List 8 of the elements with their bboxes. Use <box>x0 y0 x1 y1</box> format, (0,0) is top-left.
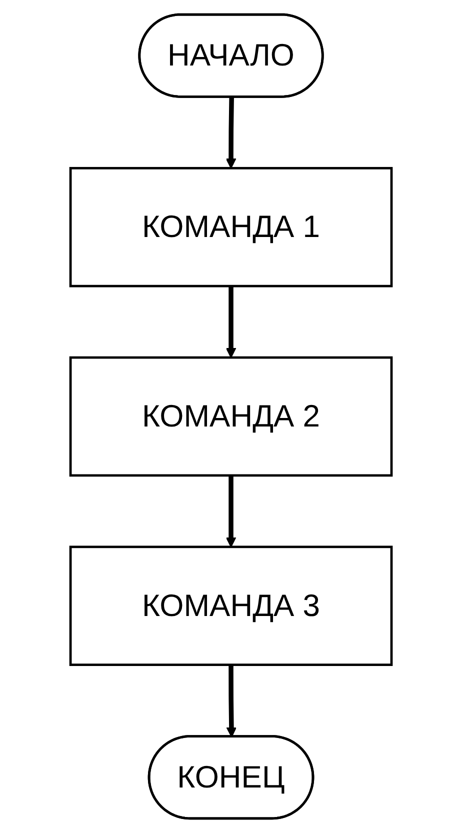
node-box <box>69 167 393 288</box>
node-box <box>69 356 393 477</box>
arrow <box>226 97 236 169</box>
arrow <box>226 475 236 548</box>
flowchart-drawing: НАЧАЛО КОМАНДА 1 КОМАНДА 2 КОМАНДА 3 КОНЕЦ <box>60 5 402 828</box>
node-box <box>69 546 393 666</box>
arrow <box>226 664 237 738</box>
arrow <box>226 286 236 358</box>
